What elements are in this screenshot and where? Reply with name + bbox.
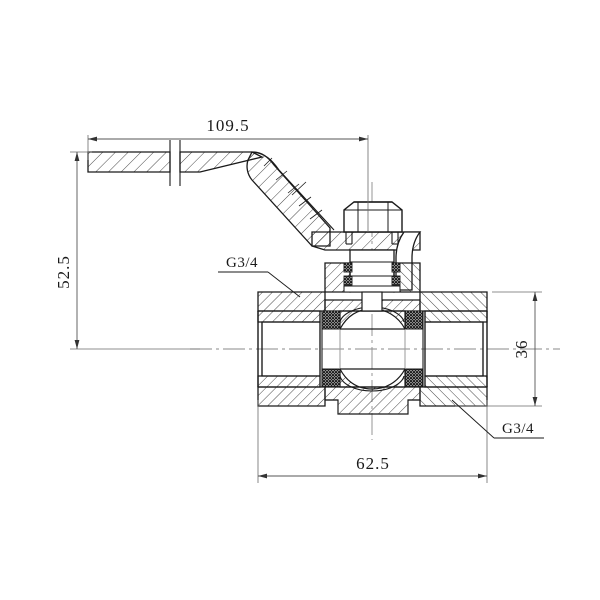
port-left-wall-bottom xyxy=(257,375,321,388)
dim-label-overall-length: 109.5 xyxy=(206,116,249,135)
packing-right-upper xyxy=(391,262,401,273)
leader-thread-left: G3/4 xyxy=(218,255,301,298)
stem-packing xyxy=(343,262,401,293)
dim-label-handle-height: 52.5 xyxy=(54,255,73,289)
hex-nut xyxy=(343,201,403,233)
leader-label-thread-left: G3/4 xyxy=(226,255,258,271)
dim-label-body-diameter: 36 xyxy=(512,340,531,359)
body-bottom-right xyxy=(419,386,488,407)
packing-right-lower xyxy=(391,275,401,286)
leader-line-left xyxy=(267,271,301,298)
lever-bend-ticks xyxy=(263,157,323,220)
seat-right-lower xyxy=(404,368,424,388)
packing-gland-ring xyxy=(343,285,401,293)
lever-segment-left xyxy=(87,151,171,173)
leader-line-right xyxy=(451,399,495,439)
ball-stem-tang xyxy=(361,291,383,312)
seat-left-upper xyxy=(321,310,341,330)
port-right-wall-top xyxy=(424,310,488,323)
lever-stem-slot xyxy=(345,232,399,245)
dimension-body-length: 62.5 xyxy=(257,400,488,483)
valve-body-bottom xyxy=(257,386,488,415)
hex-nut-body xyxy=(343,201,403,233)
port-left-wall-top xyxy=(257,310,321,323)
leader-label-thread-right: G3/4 xyxy=(502,421,534,437)
body-bottom-left xyxy=(257,386,326,407)
dimension-overall-length: 109.5 xyxy=(87,116,369,232)
body-top-left xyxy=(257,291,326,312)
lever-bend-outer-edge xyxy=(251,151,335,231)
leader-thread-right: G3/4 xyxy=(451,399,544,439)
body-cavity-floor xyxy=(324,386,421,415)
dim-label-body-length: 62.5 xyxy=(356,454,390,473)
seat-right-upper xyxy=(404,310,424,330)
seat-left-lower xyxy=(321,368,341,388)
body-top-right xyxy=(419,291,488,312)
dimension-body-diameter: 36 xyxy=(455,291,542,407)
break-line xyxy=(169,140,181,186)
valve-seats xyxy=(321,310,424,388)
packing-left-upper xyxy=(343,262,353,273)
packing-left-lower xyxy=(343,275,353,286)
port-right-wall-bottom xyxy=(424,375,488,388)
dimension-handle-height: 52.5 xyxy=(54,151,200,350)
